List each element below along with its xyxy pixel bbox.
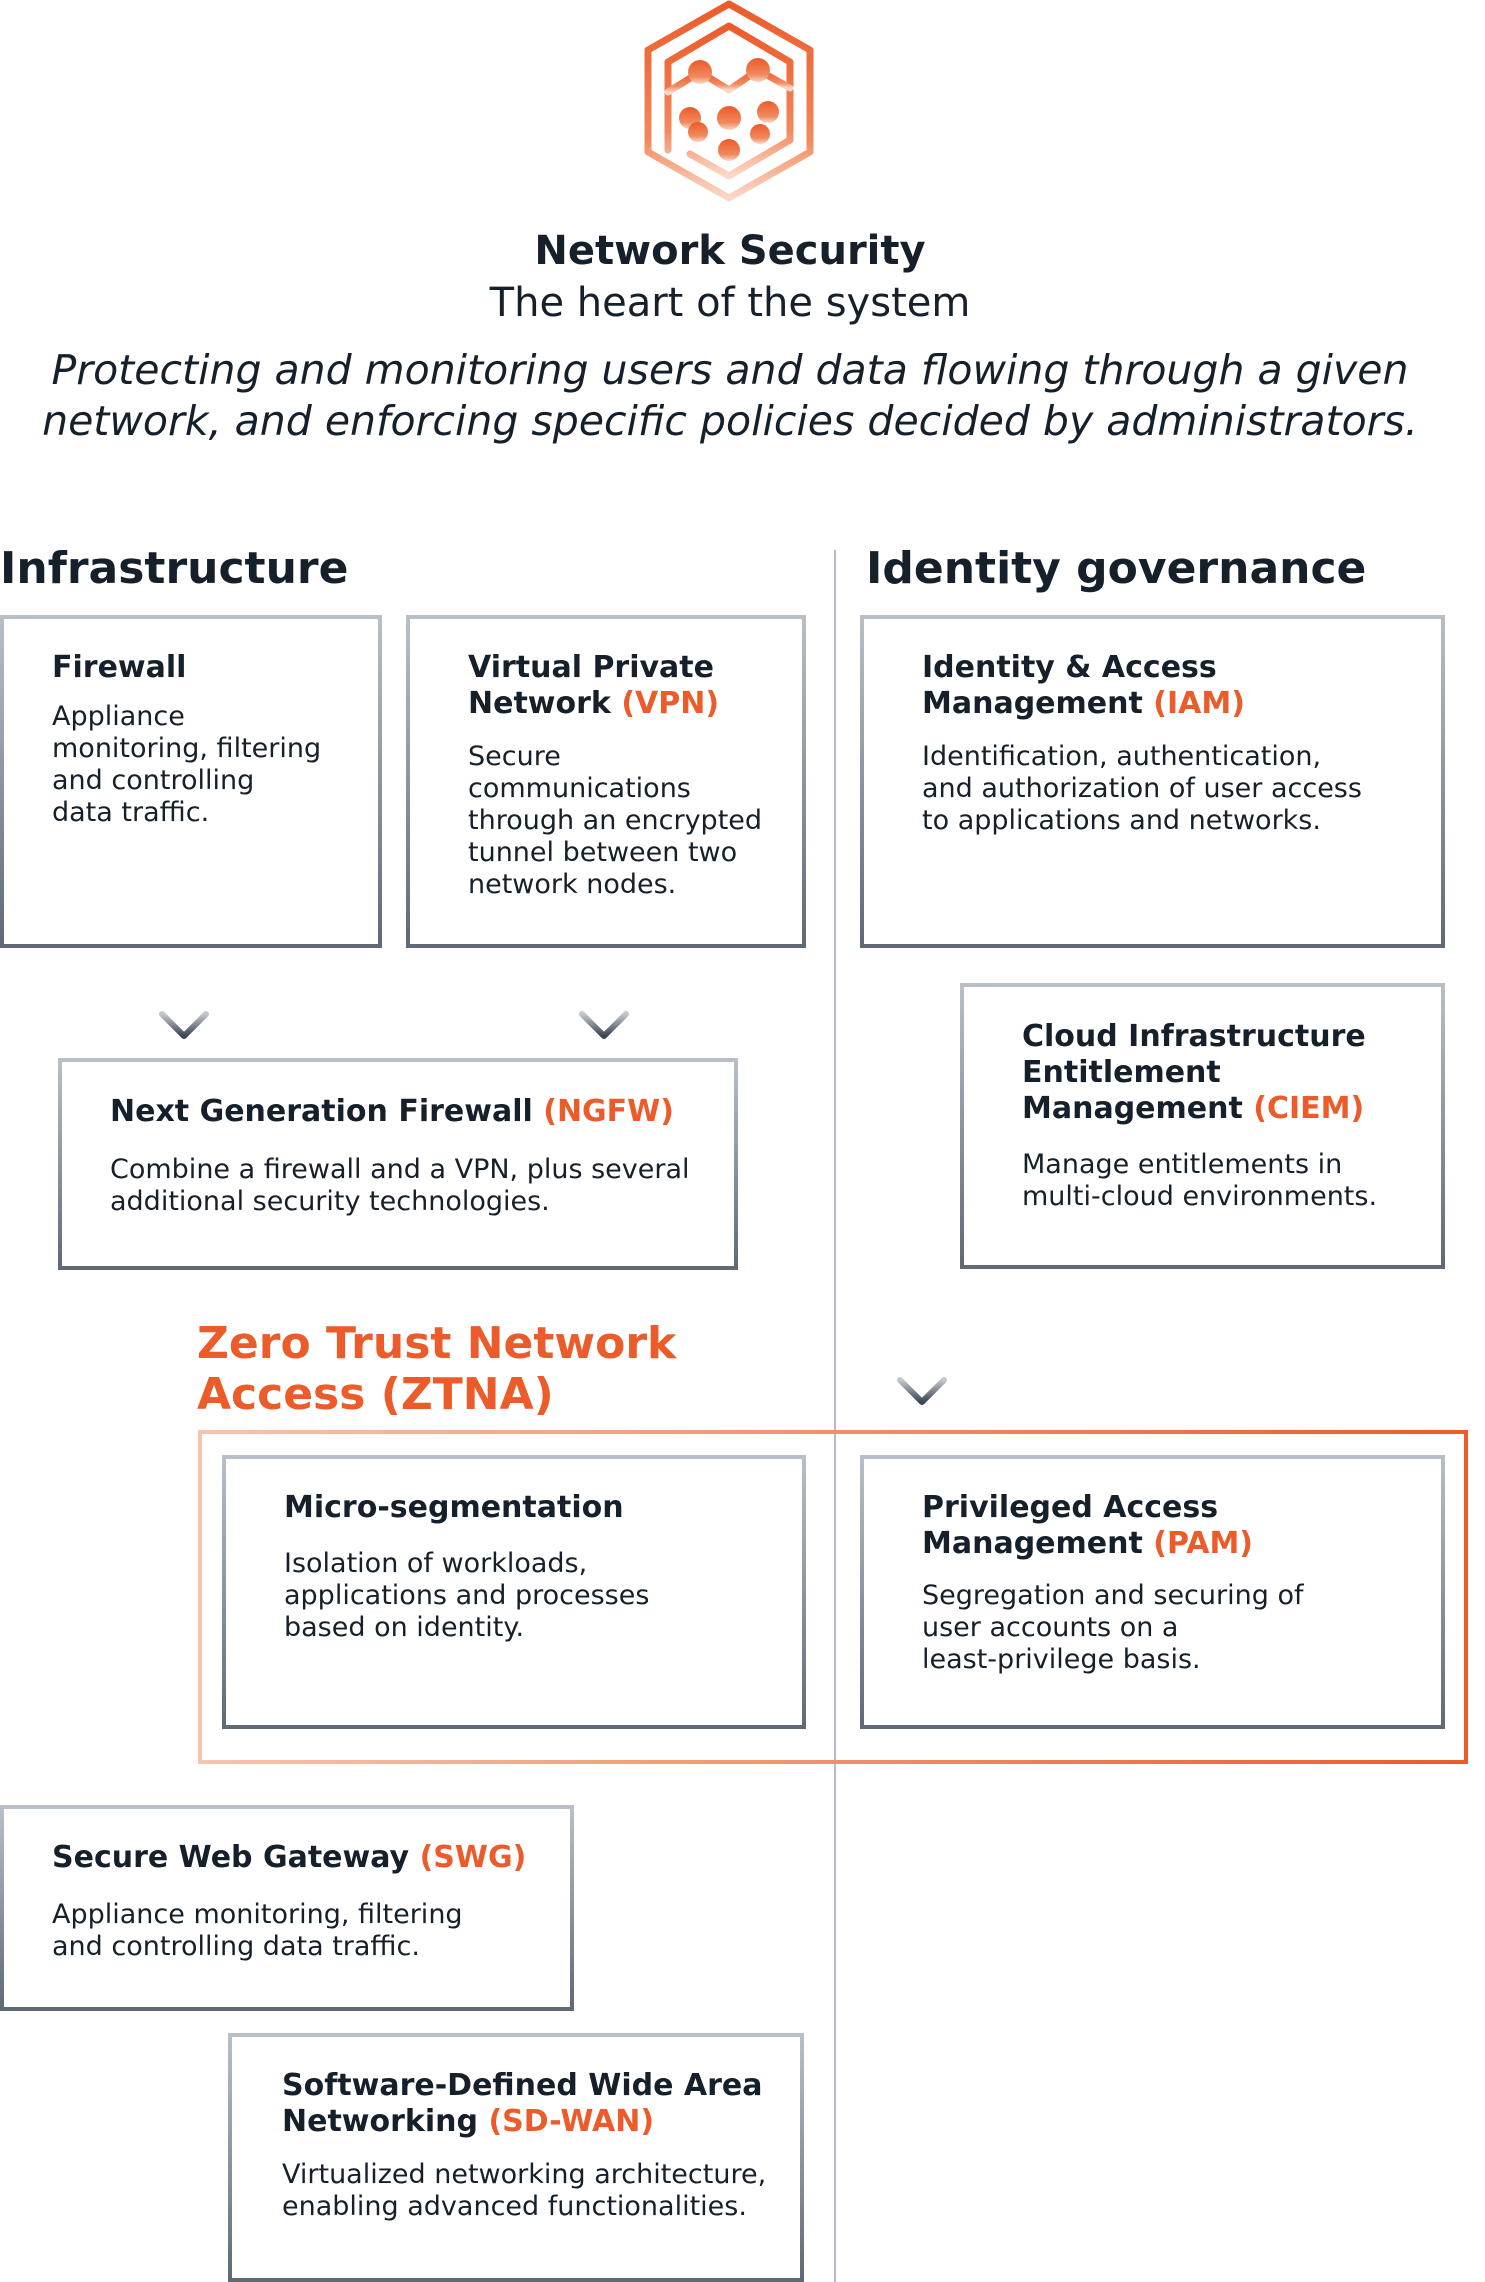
card-vpn-desc: Secure communications through an encrypt…	[468, 741, 763, 900]
card-firewall-desc: Appliance monitoring, filtering and cont…	[52, 701, 322, 828]
card-iam-desc: Identification, authentication, and auth…	[922, 741, 1362, 836]
card-micro-title: Micro-segmentation	[284, 1490, 624, 1525]
card-iam-title: Identity & Access Management (IAM)	[922, 650, 1245, 721]
card-pam: Privileged Access Management (PAM) Segre…	[860, 1455, 1445, 1729]
arrow-iam-to-pam-icon	[897, 892, 947, 1405]
card-sdwan-title: Software-Defined Wide Area Networking (S…	[282, 2068, 763, 2139]
card-ciem-title: Cloud Infrastructure Entitlement Managem…	[1022, 1019, 1366, 1126]
card-firewall-title: Firewall	[52, 650, 187, 685]
section-identity-governance: Identity governance	[866, 543, 1367, 594]
card-swg-title: Secure Web Gateway (SWG)	[52, 1840, 527, 1875]
card-ngfw: Next Generation Firewall (NGFW) Combine …	[58, 1058, 738, 1270]
card-vpn-title: Virtual Private Network (VPN)	[468, 650, 720, 721]
section-divider	[834, 550, 836, 2282]
network-security-logo-icon	[644, 0, 814, 202]
page-description: Protecting and monitoring users and data…	[42, 346, 1418, 445]
card-ciem-desc: Manage entitlements in multi-cloud envir…	[1022, 1149, 1378, 1212]
card-swg: Secure Web Gateway (SWG) Appliance monit…	[0, 1805, 574, 2011]
page-subtitle: The heart of the system	[489, 280, 971, 326]
card-ciem: Cloud Infrastructure Entitlement Managem…	[960, 983, 1445, 1269]
card-ngfw-desc: Combine a firewall and a VPN, plus sever…	[110, 1154, 690, 1217]
card-swg-desc: Appliance monitoring, filtering and cont…	[52, 1899, 463, 1962]
card-iam: Identity & Access Management (IAM) Ident…	[860, 615, 1445, 948]
card-ngfw-title: Next Generation Firewall (NGFW)	[110, 1094, 674, 1129]
card-pam-title: Privileged Access Management (PAM)	[922, 1490, 1254, 1561]
card-micro-desc: Isolation of workloads, applications and…	[284, 1548, 650, 1643]
section-infrastructure: Infrastructure	[0, 543, 349, 594]
card-pam-desc: Segregation and securing of user account…	[922, 1580, 1304, 1675]
card-sdwan: Software-Defined Wide Area Networking (S…	[228, 2033, 804, 2282]
card-sdwan-desc: Virtualized networking architecture, ena…	[282, 2159, 767, 2222]
ztna-title: Zero Trust Network Access (ZTNA)	[197, 1318, 677, 1420]
card-vpn: Virtual Private Network (VPN) Secure com…	[406, 615, 806, 948]
page-title: Network Security	[534, 228, 926, 274]
card-firewall: Firewall Appliance monitoring, filtering…	[0, 615, 382, 948]
card-micro-segmentation: Micro-segmentation Isolation of workload…	[222, 1455, 806, 1729]
